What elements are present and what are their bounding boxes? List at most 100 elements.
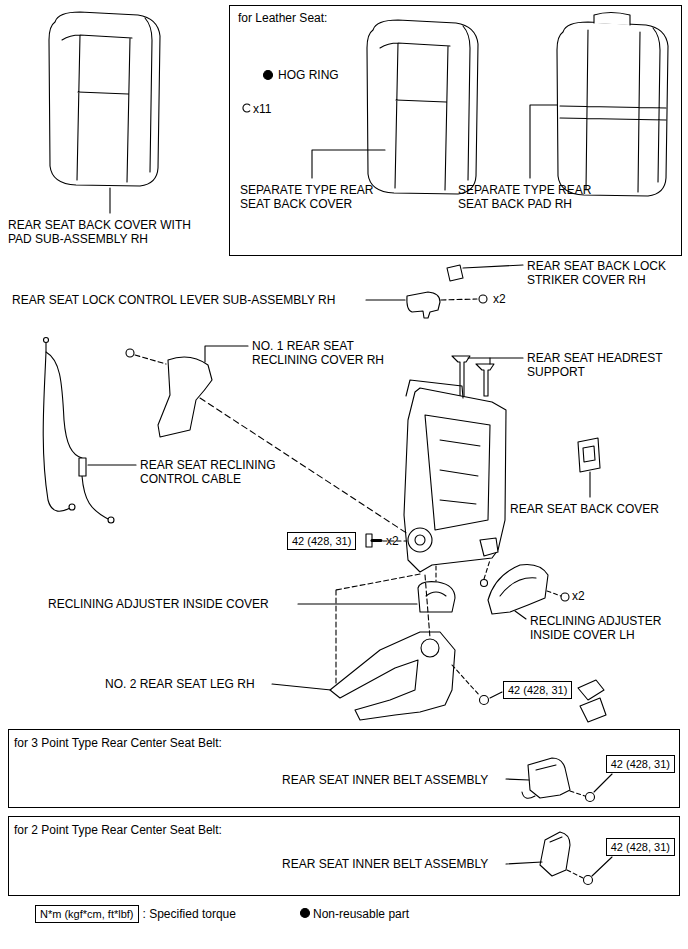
dashed-line	[425, 575, 430, 638]
leader-line	[594, 774, 612, 792]
lock-control-lever	[407, 292, 440, 318]
dashed-line	[435, 566, 436, 581]
part-name: RECLINING ADJUSTER INSIDE COVER LH	[530, 614, 682, 642]
seat-back-outline	[367, 20, 478, 194]
bolt	[481, 580, 488, 587]
cable-end	[108, 517, 114, 523]
seat-back-cover	[49, 12, 160, 186]
non-reusable-mark	[301, 909, 310, 918]
headrest-stub	[594, 13, 630, 26]
cover-detail	[500, 578, 536, 596]
variant-heading: for 2 Point Type Rear Center Seat Belt:	[14, 823, 222, 837]
torque-box: 42 (428, 31)	[503, 681, 572, 699]
leader-line	[489, 358, 490, 364]
control-cable	[46, 352, 110, 520]
dashed-line	[567, 870, 583, 878]
striker-cover	[447, 265, 463, 281]
leader-line	[88, 464, 136, 465]
torque-box: 42 (428, 31)	[606, 838, 675, 856]
leader-line	[109, 188, 110, 213]
leader-line	[490, 692, 502, 698]
part-name: REAR SEAT LOCK CONTROL LEVER SUB-ASSEMBL…	[12, 293, 335, 307]
leader-line	[366, 299, 405, 300]
frame-bracket	[480, 538, 498, 556]
variant-box: for Leather Seat:HOG RINGx11SEPARATE TYP…	[229, 5, 682, 256]
leader-line	[515, 611, 526, 619]
part-name: RECLINING ADJUSTER INSIDE COVER	[48, 597, 269, 611]
part-name: REAR SEAT HEADREST SUPPORT	[527, 351, 679, 379]
quantity: x2	[572, 589, 585, 603]
buckle-detail	[550, 837, 562, 842]
torque-value: 42 (428, 31)	[611, 840, 670, 854]
cable-end	[44, 338, 49, 343]
hog-ring-symbol	[243, 104, 250, 112]
part-name: NO. 1 REAR SEAT RECLINING COVER RH	[252, 339, 402, 367]
part-name: REAR SEAT BACK COVER WITH PAD SUB-ASSEMB…	[8, 218, 213, 246]
frame-wire	[406, 380, 463, 398]
part-name: HOG RING	[278, 68, 339, 82]
leader-line	[205, 346, 248, 362]
bolt	[480, 696, 489, 705]
leader-line	[463, 265, 523, 268]
dashed-line	[547, 591, 561, 596]
recliner	[408, 528, 432, 552]
pad-outline	[557, 22, 668, 196]
screw	[561, 593, 569, 601]
seat-belt-buckle	[528, 758, 570, 798]
torque-box: 42 (428, 31)	[606, 755, 675, 773]
bolt	[586, 793, 595, 802]
torque-value: 42 (428, 31)	[508, 683, 567, 697]
adjuster-cover-detail	[426, 592, 446, 596]
bolt	[584, 876, 593, 885]
variant-heading: for 3 Point Type Rear Center Seat Belt:	[14, 736, 222, 750]
bolt-shaft	[372, 539, 381, 542]
dashed-line	[135, 355, 166, 364]
part-name: REAR SEAT INNER BELT ASSEMBLY	[282, 773, 488, 787]
dashed-line	[484, 560, 490, 579]
legend-text: Non-reusable part	[313, 907, 409, 921]
leader-line	[298, 603, 417, 604]
torque-box: 42 (428, 31)	[287, 532, 356, 550]
back-cover-detail	[583, 446, 595, 462]
screw	[126, 349, 134, 357]
dashed-line	[452, 665, 480, 696]
leader-line	[530, 105, 557, 178]
leader-line	[592, 857, 612, 876]
cable-connector	[79, 458, 86, 476]
dashed-line	[570, 791, 585, 796]
torque-value: N*m (kgf*cm, ft*lbf)	[40, 907, 134, 921]
part-name: REAR SEAT RECLINING CONTROL CABLE	[140, 458, 305, 486]
quantity: x2	[386, 534, 399, 548]
part-name: REAR SEAT BACK LOCK STRIKER COVER RH	[527, 259, 682, 287]
legend-torque-box: N*m (kgf*cm, ft*lbf)	[35, 905, 139, 923]
legend-text: : Specified torque	[143, 907, 236, 921]
leather-seat-cover	[367, 20, 478, 194]
leg-cap	[578, 680, 604, 700]
part-name: NO. 2 REAR SEAT LEG RH	[105, 677, 255, 691]
seat-back-outline	[49, 12, 160, 186]
seat-back-pad	[557, 13, 668, 197]
part-name: REAR SEAT INNER BELT ASSEMBLY	[282, 857, 488, 871]
cable-end	[69, 504, 75, 510]
variant-box: for 2 Point Type Rear Center Seat Belt: R…	[8, 816, 680, 896]
pad-seam	[560, 28, 666, 192]
dashed-line	[335, 590, 336, 686]
headrest-support	[452, 356, 470, 398]
variant-heading: for Leather Seat:	[238, 11, 327, 25]
reclining-cover	[158, 357, 212, 437]
seat-belt-buckle	[540, 832, 570, 876]
frame-detail	[425, 415, 490, 530]
torque-value: 42 (428, 31)	[611, 757, 670, 771]
leader-line	[506, 779, 529, 780]
seat-back-frame	[404, 388, 506, 572]
recliner-hub	[415, 535, 425, 545]
bolt	[479, 295, 487, 303]
leg-tab	[580, 698, 606, 722]
leg-recliner	[421, 639, 439, 657]
leader-line	[312, 150, 385, 178]
leader-line	[589, 472, 590, 497]
leader-line	[506, 862, 542, 864]
part-name: SEPARATE TYPE REAR SEAT BACK PAD RH	[458, 183, 620, 211]
seat-leg	[330, 632, 455, 720]
